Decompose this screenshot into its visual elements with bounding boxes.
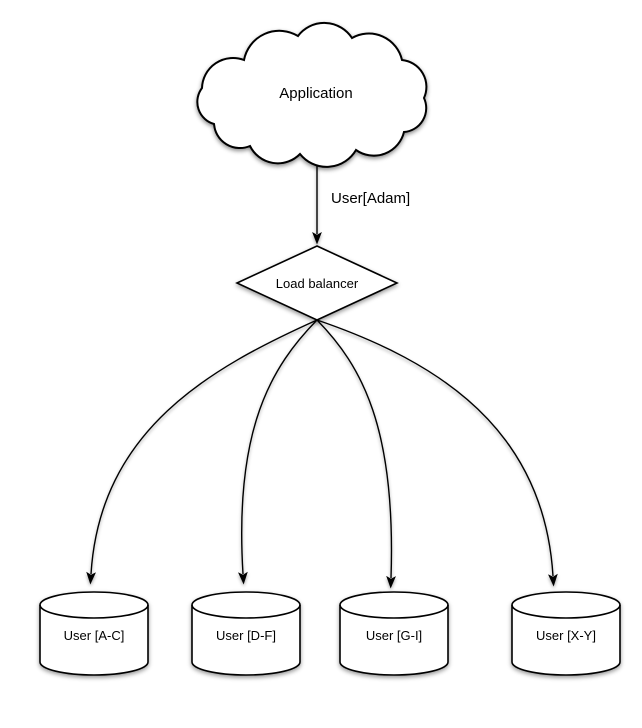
cylinder-shape [511,591,621,676]
node-user-df: User [D-F] [191,591,301,676]
edge-label-user-adam: User[Adam] [331,190,410,207]
diamond-shape [235,245,399,321]
node-user-gi: User [G-I] [339,591,449,676]
user-gi-label: User [G-I] [366,628,422,643]
cloud-shape [196,21,428,168]
node-application: Application [196,21,428,168]
cylinder-shape [39,591,149,676]
application-label: Application [279,85,352,102]
edge-loadbalancer-to-user-xy [316,319,558,587]
user-xy-label: User [X-Y] [536,628,596,643]
node-load-balancer: Load balancer [235,245,399,321]
cylinder-shape [191,591,301,676]
cylinder-rim [339,604,449,619]
cylinder-rim [511,604,621,619]
user-ac-label: User [A-C] [64,628,125,643]
node-user-ac: User [A-C] [39,591,149,676]
edges-group [86,152,558,589]
user-df-label: User [D-F] [216,628,276,643]
node-user-xy: User [X-Y] [511,591,621,676]
cylinder-rim [191,604,301,619]
edge-loadbalancer-to-user-ac [86,319,318,585]
edge-loadbalancer-to-user-df [237,319,318,585]
edge-loadbalancer-to-user-gi [316,319,396,589]
load-balancer-label: Load balancer [276,276,359,291]
cylinder-rim [39,604,149,619]
cylinder-shape [339,591,449,676]
